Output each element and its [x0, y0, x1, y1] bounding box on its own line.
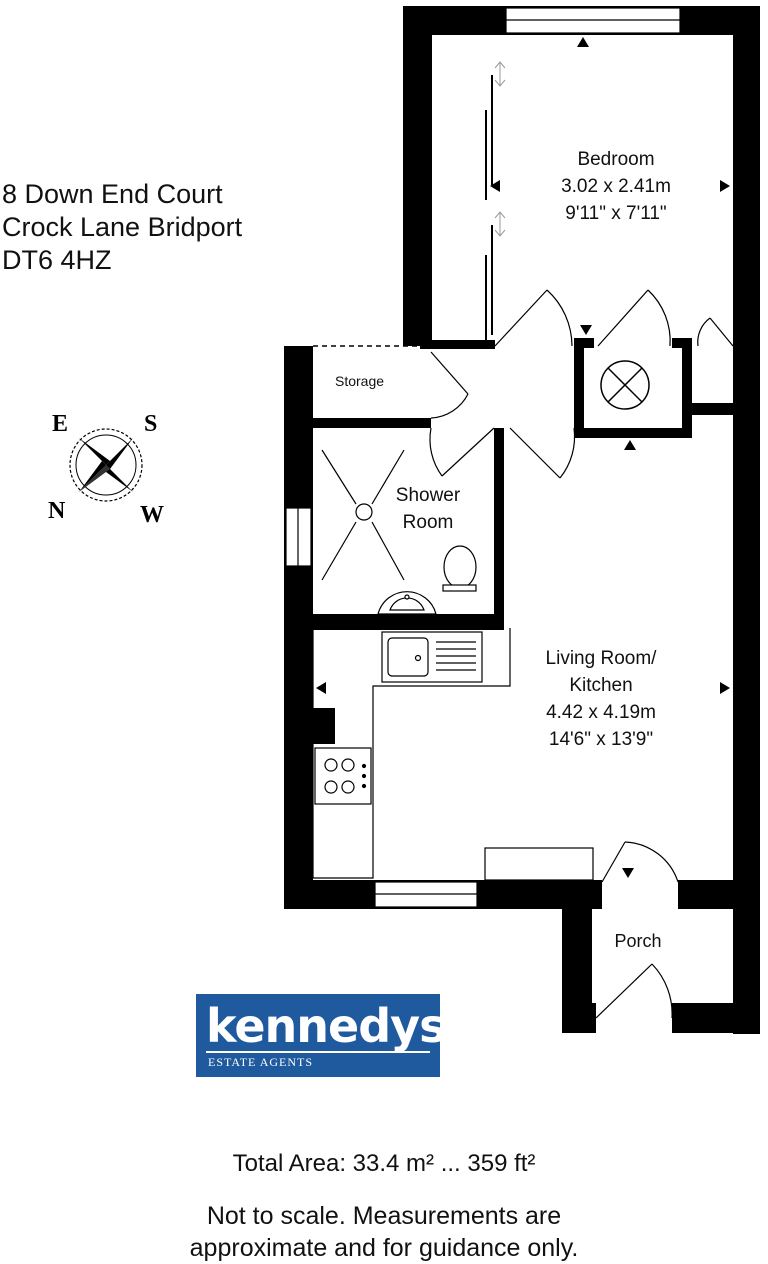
compass-east-label: E — [52, 411, 68, 437]
compass-north-label: N — [48, 498, 66, 524]
boiler-icon — [600, 360, 650, 410]
address-line-1: 8 Down End Court — [2, 179, 223, 209]
living-room-imperial: 14'6" x 13'9" — [548, 729, 654, 750]
toilet-icon — [442, 545, 477, 592]
dimension-arrows-icon — [316, 37, 730, 878]
living-room-name-2: Kitchen — [569, 675, 633, 696]
logo-divider — [206, 1051, 430, 1053]
living-room-metric: 4.42 x 4.19m — [546, 702, 656, 723]
kennedys-logo: kennedys ESTATE AGENTS — [196, 994, 447, 1077]
disclaimer-line-1: Not to scale. Measurements are — [206, 1202, 562, 1230]
floor-plan — [284, 6, 760, 1034]
basin-icon — [377, 591, 437, 615]
windows — [285, 7, 681, 908]
bedroom-name: Bedroom — [577, 149, 655, 170]
shower-room-name-1: Shower — [395, 485, 461, 506]
logo-tagline: ESTATE AGENTS — [208, 1055, 314, 1069]
bedroom-label: Bedroom 3.02 x 2.41m 9'11" x 7'11" — [536, 146, 696, 227]
kitchen-counter — [312, 628, 594, 881]
disclaimer-line-2: approximate and for guidance only. — [189, 1234, 579, 1262]
property-address: 8 Down End Court Crock Lane Bridport DT6… — [2, 178, 242, 277]
porch-label: Porch — [614, 931, 662, 951]
total-area: Total Area: 33.4 m² ... 359 ft² — [232, 1150, 536, 1177]
compass-rose-icon: E S N W — [48, 411, 164, 528]
door-swings — [429, 289, 734, 1019]
compass-west-label: W — [140, 502, 164, 528]
bedroom-metric: 3.02 x 2.41m — [561, 176, 671, 197]
address-line-3: DT6 4HZ — [2, 245, 112, 275]
living-room-name-1: Living Room/ — [545, 648, 657, 669]
compass-south-label: S — [144, 411, 157, 437]
storage-label: Storage — [335, 373, 385, 389]
bedroom-imperial: 9'11" x 7'11" — [565, 203, 667, 224]
living-room-label: Living Room/ Kitchen 4.42 x 4.19m 14'6" … — [516, 645, 686, 753]
wardrobe-arrows-icon — [494, 61, 506, 237]
fridge-block — [313, 708, 335, 744]
logo-name: kennedys — [206, 999, 447, 1053]
wardrobe-doors — [485, 75, 493, 340]
hob-icon — [314, 747, 372, 805]
address-line-2: Crock Lane Bridport — [2, 212, 243, 242]
shower-room-label: Shower Room — [378, 482, 478, 536]
disclaimer: Not to scale. Measurements are approxima… — [0, 1200, 768, 1264]
sink-icon — [381, 631, 483, 683]
shower-tray — [321, 449, 405, 581]
shower-room-name-2: Room — [402, 512, 454, 533]
